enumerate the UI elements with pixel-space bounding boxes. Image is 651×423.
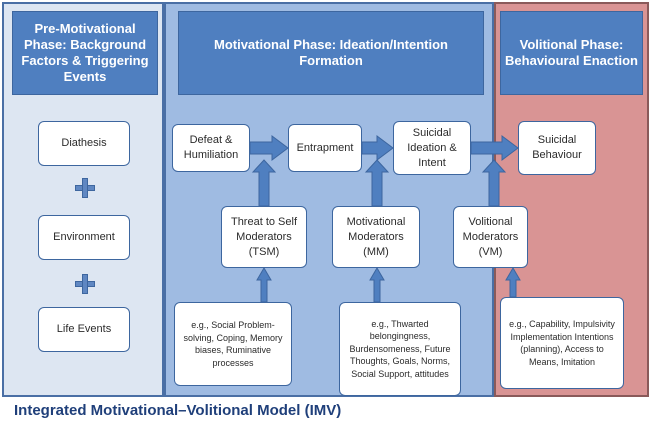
volitional-header: Volitional Phase: Behavioural Enaction	[500, 11, 643, 95]
plus-icon	[75, 274, 95, 294]
entrapment-box: Entrapment	[288, 124, 362, 172]
vm-examples-box: e.g., Capability, Impulsivity Implementa…	[500, 297, 624, 389]
diathesis-box: Diathesis	[38, 121, 130, 166]
suicidal-ideation-box: Suicidal Ideation & Intent	[393, 121, 471, 175]
motivational-header: Motivational Phase: Ideation/Intention F…	[178, 11, 484, 95]
environment-box: Environment	[38, 215, 130, 260]
suicidal-behaviour-box: Suicidal Behaviour	[518, 121, 596, 175]
figure-caption: Integrated Motivational–Volitional Model…	[14, 402, 342, 419]
pre-motivational-header: Pre-Motivational Phase: Background Facto…	[12, 11, 158, 95]
threat-to-self-moderators-box: Threat to Self Moderators (TSM)	[221, 206, 307, 268]
volitional-moderators-box: Volitional Moderators (VM)	[453, 206, 528, 268]
defeat-humiliation-box: Defeat & Humiliation	[172, 124, 250, 172]
plus-icon	[75, 178, 95, 198]
life-events-box: Life Events	[38, 307, 130, 352]
tsm-examples-box: e.g., Social Problem-solving, Coping, Me…	[174, 302, 292, 386]
motivational-moderators-box: Motivational Moderators (MM)	[332, 206, 420, 268]
mm-examples-box: e.g., Thwarted belongingness, Burdensome…	[339, 302, 461, 396]
